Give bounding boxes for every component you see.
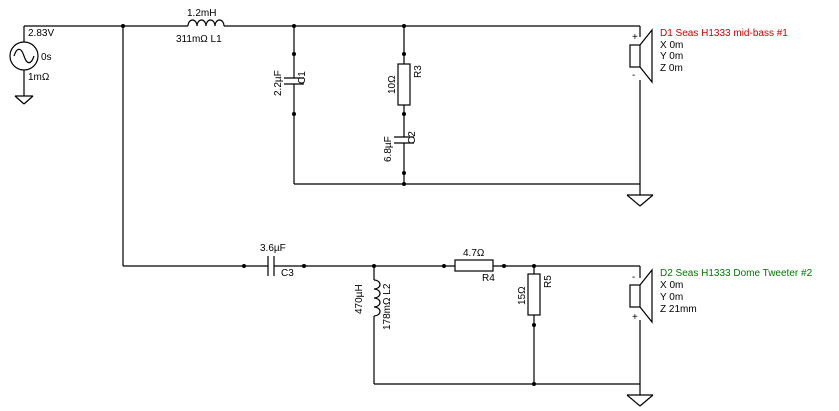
junction <box>402 52 406 56</box>
l2-value: 470µH <box>354 284 365 314</box>
r4-value: 4.7Ω <box>463 248 485 259</box>
d2-y: Y 0m <box>660 292 683 303</box>
resistor-r3[interactable] <box>397 26 411 137</box>
junction <box>402 112 406 116</box>
d2-plus: + <box>632 312 638 323</box>
ground-icon <box>626 394 654 407</box>
junction <box>532 382 536 386</box>
r5-label: R5 <box>543 275 554 288</box>
c2-value: 6.8µF <box>383 136 394 162</box>
d1-y: Y 0m <box>660 51 683 62</box>
c3-label: C3 <box>281 268 294 279</box>
junction <box>292 24 296 28</box>
d1-title: D1 Seas H1333 mid-bass #1 <box>660 28 788 39</box>
source-resistance: 1mΩ <box>28 72 50 83</box>
speaker-d2[interactable] <box>629 268 653 324</box>
ground-icon <box>626 194 654 207</box>
d1-plus: + <box>632 32 638 43</box>
d1-z: Z 0m <box>660 63 683 74</box>
capacitor-c2[interactable] <box>394 136 414 184</box>
source-amplitude: 2.83V <box>28 28 54 39</box>
r4-label: R4 <box>482 273 495 284</box>
c3-value: 3.6µF <box>260 243 286 254</box>
d2-minus: - <box>632 272 635 283</box>
d1-minus: - <box>632 70 635 81</box>
junction <box>502 264 506 268</box>
r3-label: R3 <box>413 65 424 78</box>
junction <box>402 171 406 175</box>
junction <box>532 323 536 327</box>
junction <box>302 264 306 268</box>
resistor-r4[interactable] <box>454 259 494 272</box>
l1-label: 311mΩ L1 <box>176 34 222 45</box>
c1-label: C1 <box>297 71 308 84</box>
source-delay: 0s <box>41 52 52 63</box>
capacitor-c3[interactable] <box>267 256 275 276</box>
junction <box>442 264 446 268</box>
junction <box>292 52 296 56</box>
d2-title: D2 Seas H1333 Dome Tweeter #2 <box>660 268 813 279</box>
d2-z: Z 21mm <box>660 304 697 315</box>
junction <box>121 24 125 28</box>
l2-label: 178mΩ L2 <box>382 283 393 330</box>
c2-label: C2 <box>407 131 418 144</box>
inductor-l1[interactable] <box>187 19 225 27</box>
inductor-l2[interactable] <box>373 266 381 384</box>
speaker-d1[interactable] <box>629 28 653 84</box>
junction <box>292 112 296 116</box>
c1-value: 2.2µF <box>273 70 284 96</box>
d2-x: X 0m <box>660 280 683 291</box>
l1-value: 1.2mH <box>187 8 216 19</box>
r5-value: 15Ω <box>517 286 528 305</box>
junction <box>242 264 246 268</box>
voltage-source[interactable] <box>9 26 39 105</box>
d1-x: X 0m <box>660 40 683 51</box>
r3-value: 10Ω <box>387 75 398 94</box>
capacitor-c1[interactable] <box>284 26 304 184</box>
junction <box>402 24 406 28</box>
